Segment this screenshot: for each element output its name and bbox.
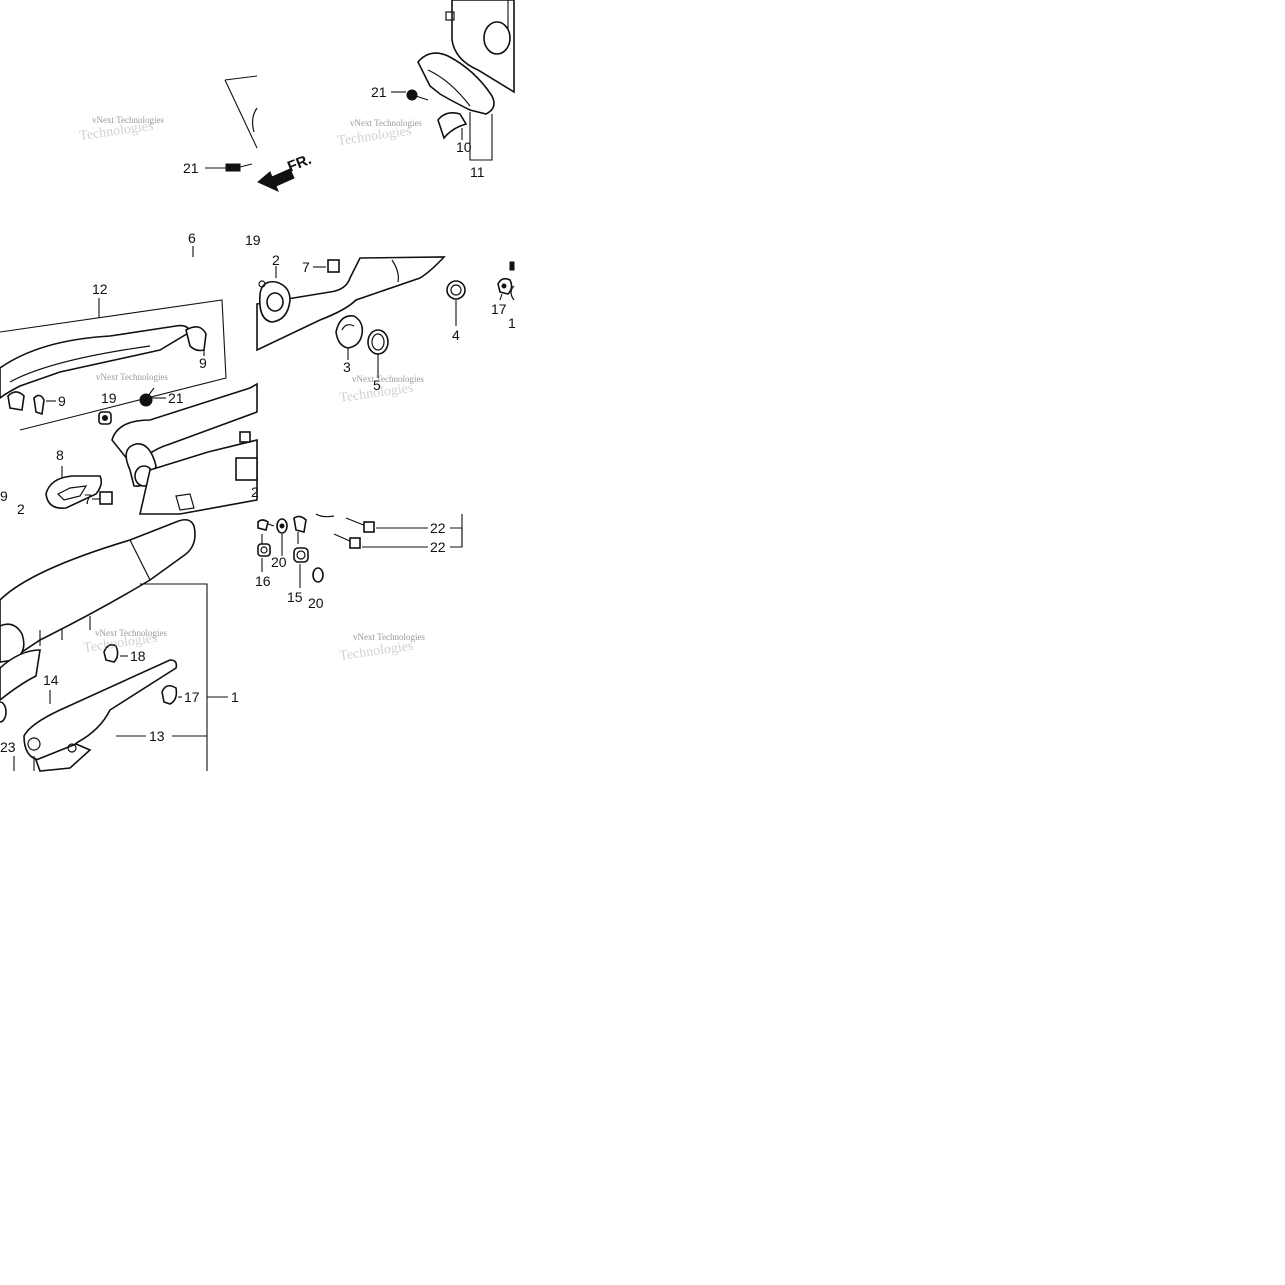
callout-label: 20 [308, 595, 324, 611]
cap-nut-part [103, 644, 119, 663]
callout-label: 23 [0, 739, 16, 755]
frame-line [224, 79, 258, 149]
collar-part [335, 315, 364, 349]
callout-label: 4 [452, 327, 460, 343]
watermark: vNext Technologies [350, 118, 422, 128]
pipe-edge [251, 107, 258, 133]
callout-label: 17 [491, 301, 507, 317]
clamp-part [7, 391, 25, 411]
callout-label: 16 [255, 573, 271, 589]
pipe-connector [0, 649, 41, 702]
clip-part [327, 259, 340, 273]
nut-part [445, 11, 455, 21]
bushing-part [257, 543, 271, 557]
callout-label: 7 [302, 259, 310, 275]
callout-label: 21 [371, 84, 387, 100]
callout-label: 3 [343, 359, 351, 375]
callout-label: 14 [43, 672, 59, 688]
bolt-part [333, 533, 361, 549]
watermark: vNext Technologies [353, 632, 425, 642]
bracket-part [235, 457, 258, 481]
bracket-plate [34, 743, 92, 772]
callout-label: 6 [188, 230, 196, 246]
pipe-opening [483, 21, 511, 55]
callout-label: 18 [130, 648, 146, 664]
clamp-part [185, 326, 207, 352]
gasket-part [45, 475, 103, 510]
bracket-line [140, 583, 208, 771]
callout-label: 21 [168, 390, 184, 406]
callout-label: 1 [508, 315, 516, 331]
tile-middle-left: 6 19 12 9 9 19 21 [0, 230, 261, 517]
callout-label: 19 [245, 232, 261, 248]
callout-label: 15 [287, 589, 303, 605]
tile-lower-left: 18 17 1 13 14 23 vNext Technologies Tech… [0, 518, 239, 772]
tile-lower-middle: 16 20 15 20 22 22 vNext Technologies Tec… [255, 513, 463, 664]
tile-top-left: 21 FR. vNext Technologies Technologies [78, 75, 314, 192]
clip-part [99, 491, 113, 505]
callout-label: 21 [183, 160, 199, 176]
callout-label: 10 [456, 139, 472, 155]
watermark: vNext Technologies [352, 374, 424, 384]
watermark: vNext Technologies [95, 628, 167, 638]
clamp-part [437, 112, 468, 140]
callout-label: 9 [0, 488, 8, 504]
tile-top-middle: 21 10 11 vNext Technologies Technologies [336, 0, 515, 180]
bracket-line [469, 112, 493, 161]
nut-part [293, 515, 307, 533]
bracket-line [450, 527, 463, 548]
front-direction-arrow-icon [257, 168, 295, 192]
bolt-part [406, 89, 429, 101]
heat-shield-long [0, 324, 191, 399]
callout-label: 9 [199, 355, 207, 371]
nut-part [98, 411, 112, 425]
callout-label: 2 [272, 252, 280, 268]
frame-line [224, 75, 258, 81]
callout-label: 20 [271, 554, 287, 570]
callout-label: 2 [17, 501, 25, 517]
washer-part [257, 519, 269, 531]
bolt-part [225, 163, 253, 172]
callout-label: 8 [56, 447, 64, 463]
front-direction-label: FR. [285, 151, 314, 176]
callout-label: 9 [58, 393, 66, 409]
gasket-ring [446, 280, 466, 300]
watermark: vNext Technologies [96, 372, 168, 382]
muffler-body [0, 518, 196, 663]
bolt-part [139, 387, 155, 407]
cap-nut-part [497, 277, 513, 295]
heat-shield-part [417, 52, 495, 115]
callout-label: 11 [470, 164, 485, 180]
bolt-part [345, 517, 375, 533]
callout-label: 5 [373, 377, 381, 393]
washer-part [312, 567, 324, 583]
callout-label: 13 [149, 728, 165, 744]
svg-text:Technologies: Technologies [338, 639, 414, 664]
callout-label: 1 [231, 689, 239, 705]
muffler-body [138, 438, 258, 515]
callout-label: 17 [184, 689, 200, 705]
callout-label: 7 [84, 491, 92, 507]
callout-label: 19 [101, 390, 117, 406]
callout-label: 22 [430, 539, 446, 555]
collar-part [293, 547, 309, 563]
callout-label: 22 [430, 520, 446, 536]
callout-label: 2 [251, 484, 259, 500]
callout-label: 12 [92, 281, 108, 297]
tile-center: 2 7 4 17 1 3 5 vNext Technologies Techno… [256, 252, 516, 406]
exhaust-pipe [256, 256, 446, 352]
group-box-line [0, 299, 227, 431]
watermark: vNext Technologies [92, 115, 164, 125]
cap-nut-part [161, 684, 178, 705]
